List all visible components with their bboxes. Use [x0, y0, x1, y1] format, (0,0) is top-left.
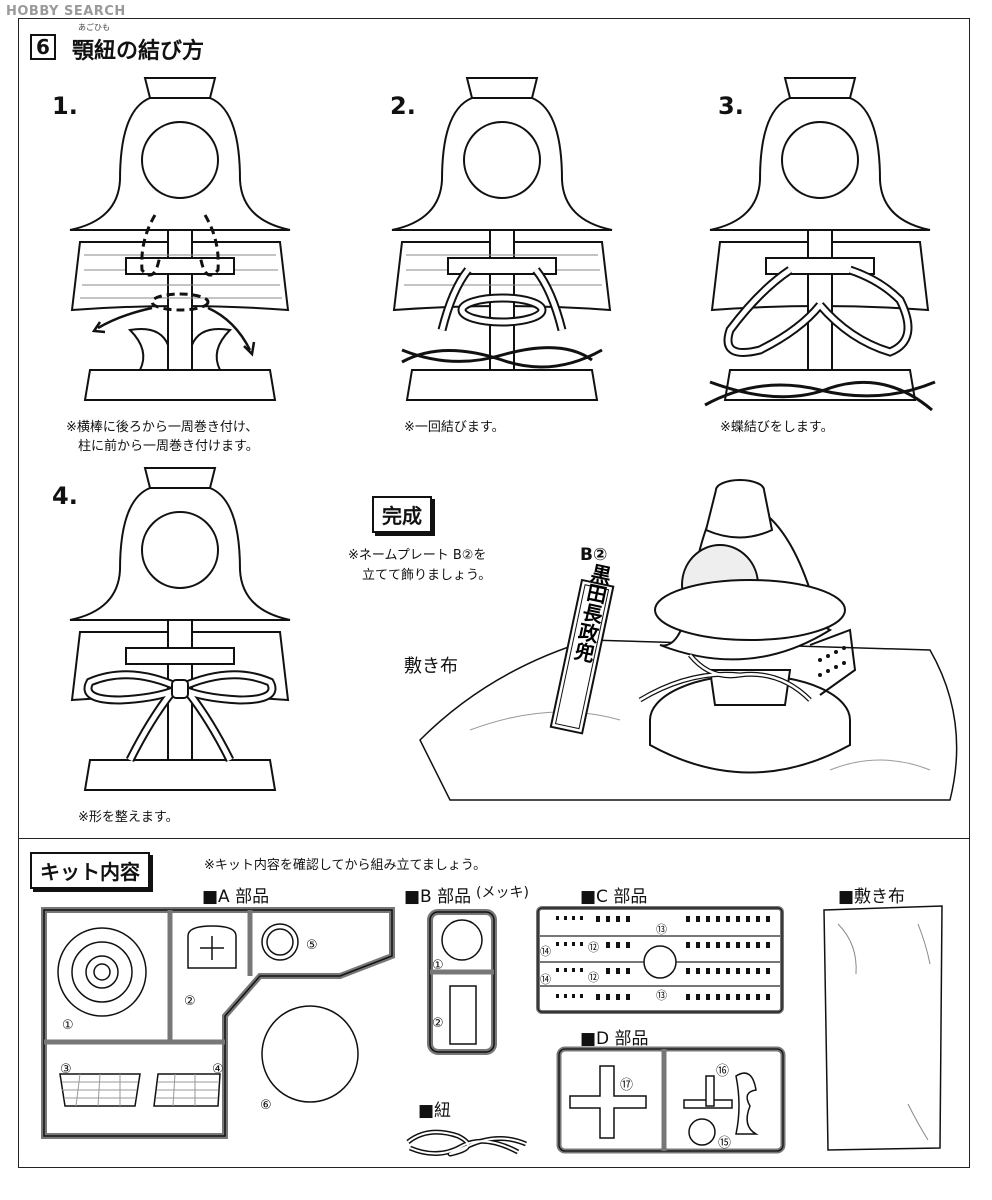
group-b-label: ■B 部品 [404, 887, 472, 907]
completed-helmet-illustration: 黒田長政兜 [419, 479, 958, 801]
group-cord-label: ■紐 [418, 1101, 452, 1121]
step-2-label: 2. [390, 92, 416, 120]
part-c12-number-bottom: ⑫ [588, 971, 599, 984]
complete-note-line1: ※ネームプレート B②を [348, 548, 487, 563]
part-a3-number: ③ [60, 1062, 72, 1077]
helmet-illustration-step-2 [391, 77, 613, 401]
section-number: 6 [30, 34, 56, 60]
cloth-label: 敷き布 [404, 656, 458, 677]
complete-title: 完成 [372, 496, 432, 533]
section-title-ruby: あごひも [78, 23, 110, 32]
group-c-label: ■C 部品 [580, 887, 648, 907]
nameplate-part-label: B② [580, 545, 608, 565]
runner-d [556, 1046, 786, 1154]
step-1-note-line2: 柱に前から一周巻き付けます。 [78, 439, 259, 454]
part-a6-number: ⑥ [260, 1098, 272, 1113]
helmet-illustration-step-1 [69, 77, 291, 401]
complete-note-line2: 立てて飾りましょう。 [362, 568, 492, 583]
part-c12-number-top: ⑫ [588, 941, 599, 954]
part-d16-number: ⑯ [716, 1064, 730, 1079]
step-2-note: ※一回結びます。 [404, 420, 505, 435]
helmet-illustration-step-4 [69, 467, 291, 791]
page-frame [18, 18, 970, 1168]
helmet-illustration-step-3 [704, 77, 936, 412]
part-d15-number: ⑮ [718, 1136, 732, 1151]
part-c14-number-bottom: ⑭ [540, 973, 551, 986]
cloth-part [823, 905, 943, 1151]
part-a5-number: ⑤ [306, 938, 318, 953]
part-b1-number: ① [432, 958, 444, 973]
part-a2-number: ② [184, 994, 196, 1009]
step-1-label: 1. [52, 92, 78, 120]
group-b-sublabel: (メッキ) [476, 885, 529, 901]
watermark: HOBBY SEARCH [6, 4, 126, 19]
kit-title: キット内容 [30, 852, 150, 889]
part-c13-number-bottom: ⑬ [656, 989, 667, 1002]
group-cloth-label: ■敷き布 [838, 887, 906, 907]
kit-note: ※キット内容を確認してから組み立てましょう。 [204, 858, 487, 873]
step-4-note: ※形を整えます。 [78, 810, 179, 825]
part-c13-number-top: ⑬ [656, 923, 667, 936]
group-a-label: ■A 部品 [202, 887, 270, 907]
part-b2-number: ② [432, 1016, 444, 1031]
section-title: 顎紐の結び方 [72, 39, 205, 64]
cord-part [406, 1129, 527, 1157]
section-divider [18, 838, 970, 839]
part-d17-number: ⑰ [620, 1078, 634, 1093]
group-d-label: ■D 部品 [580, 1029, 649, 1049]
part-a1-number: ① [62, 1018, 74, 1033]
runner-a [41, 907, 395, 1139]
runner-b [427, 909, 497, 1055]
step-4-label: 4. [52, 482, 78, 510]
part-c14-number-top: ⑭ [540, 945, 551, 958]
runner-c [536, 906, 784, 1014]
step-3-label: 3. [718, 92, 744, 120]
step-3-note: ※蝶結びをします。 [720, 420, 834, 435]
part-a4-number: ④ [212, 1062, 224, 1077]
step-1-note-line1: ※横棒に後ろから一周巻き付け、 [66, 420, 259, 435]
